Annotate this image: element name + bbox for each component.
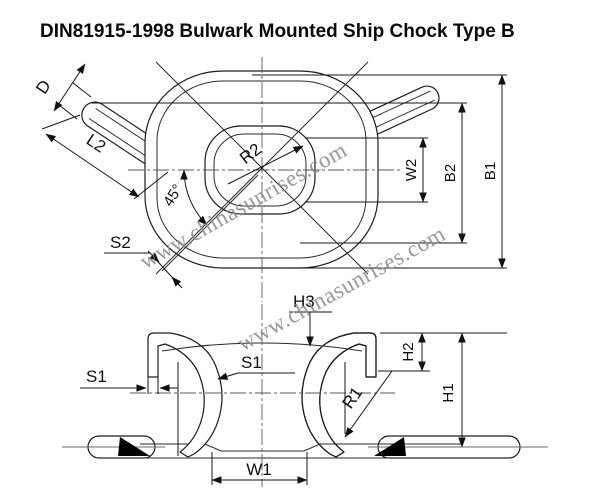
dim-label-w1: W1 [246, 460, 272, 479]
section-left-shell-bg [148, 333, 222, 457]
right-weld-fillet [374, 437, 406, 456]
dim-label-r1: R1 [338, 383, 366, 412]
dim-h3: H3 [289, 292, 332, 347]
dim-h2: H2 [378, 332, 507, 372]
dim-label-h3: H3 [293, 292, 315, 311]
plan-body-inner-contour [156, 80, 367, 259]
plan-wall-thickness-line [161, 174, 259, 272]
left-weld-fillet [118, 437, 150, 456]
dim-s1-mid: S1 [217, 353, 295, 380]
dim-label-b1: B1 [482, 162, 499, 180]
plan-extension-lines [92, 74, 507, 269]
plan-view: W2 B2 B1 D L2 45° R2 [32, 57, 507, 302]
dim-label-s1-mid: S1 [241, 353, 262, 372]
plan-diagonal-2 [155, 61, 369, 275]
section-view: S1 S1 H3 H2 H1 [62, 292, 548, 487]
dim-s2: S2 [104, 233, 183, 289]
dim-s1-left: S1 [80, 367, 178, 394]
page-title: DIN81915-1998 Bulwark Mounted Ship Chock… [40, 21, 515, 42]
dim-label-h2: H2 [400, 342, 417, 361]
dim-label-h1: H1 [440, 383, 457, 402]
dim-h1: H1 [440, 332, 466, 448]
dim-label-w2: W2 [403, 159, 420, 182]
dim-label-d: D [32, 77, 55, 98]
dim-r1: R1 [338, 370, 393, 438]
section-right-shell [301, 332, 377, 458]
dim-w1: W1 [211, 452, 308, 485]
dim-label-s2: S2 [110, 233, 131, 252]
dim-label-b2: B2 [442, 164, 459, 182]
dim-label-s1-left: S1 [86, 367, 107, 386]
section-left-shell [147, 332, 223, 458]
